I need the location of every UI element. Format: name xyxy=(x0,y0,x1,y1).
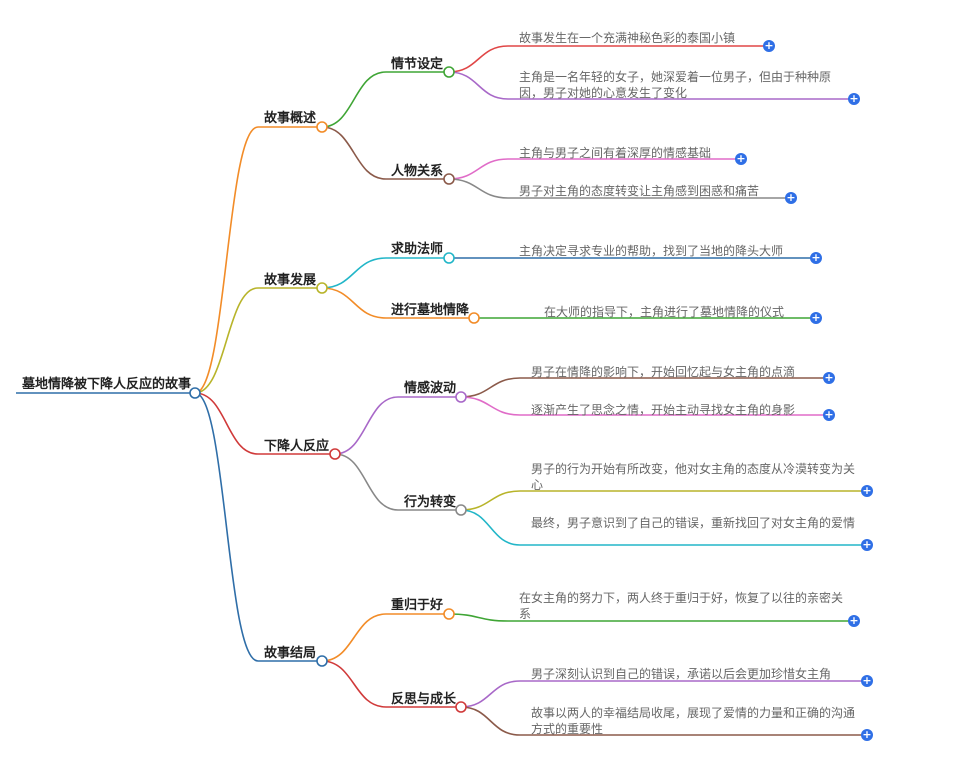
collapse-handle xyxy=(189,387,201,399)
leaf-text: 男子的行为开始有所改变，他对女主角的态度从冷漠转变为关心 xyxy=(531,462,856,492)
node-seek-master[interactable]: 求助法师 xyxy=(391,242,444,257)
leaf-text: 在大师的指导下，主角进行了墓地情降的仪式 xyxy=(544,305,785,319)
branch-reaction[interactable]: 下降人反应 xyxy=(264,439,330,454)
connector-line xyxy=(321,613,387,662)
collapse-handle xyxy=(443,173,455,185)
leaf-text: 逐渐产生了思念之情，开始主动寻找女主角的身影 xyxy=(531,403,796,417)
plus-circle-icon[interactable]: + xyxy=(823,371,835,384)
node-reconcile[interactable]: 重归于好 xyxy=(391,598,444,613)
plus-circle-icon[interactable]: + xyxy=(785,191,797,204)
connector-line xyxy=(448,158,509,180)
leaf-text: 男子在情降的影响下，开始回忆起与女主角的点滴 xyxy=(531,365,796,379)
connector-line xyxy=(448,45,509,73)
node-behavior[interactable]: 行为转变 xyxy=(404,495,457,510)
branch-ending[interactable]: 故事结局 xyxy=(264,646,317,661)
plus-circle-icon[interactable]: + xyxy=(810,251,822,264)
plus-circle-icon[interactable]: + xyxy=(763,39,775,52)
leaf-text: 在女主角的努力下，两人终于重归于好，恢复了以往的亲密关系 xyxy=(519,591,844,621)
connector-line xyxy=(321,660,387,708)
collapse-handle xyxy=(316,655,328,667)
plus-circle-icon[interactable]: + xyxy=(735,152,747,165)
connector-line xyxy=(321,71,387,128)
leaf-text: 最终，男子意识到了自己的错误，重新找回了对女主角的爱情 xyxy=(531,516,856,530)
connector-line xyxy=(194,392,259,455)
plus-circle-icon[interactable]: + xyxy=(861,674,873,687)
collapse-handle xyxy=(468,312,480,324)
connector-line xyxy=(321,126,387,180)
collapse-handle xyxy=(455,504,467,516)
connector-line xyxy=(194,126,259,394)
collapse-handle xyxy=(443,252,455,264)
plus-circle-icon[interactable]: + xyxy=(861,728,873,741)
connector-line xyxy=(448,178,509,199)
collapse-handle xyxy=(443,66,455,78)
connector-line xyxy=(194,287,259,394)
connector-line xyxy=(334,453,399,511)
plus-circle-icon[interactable]: + xyxy=(861,538,873,551)
node-plot-setting[interactable]: 情节设定 xyxy=(391,57,444,72)
connector-line xyxy=(321,257,387,289)
leaf-text: 故事发生在一个充满神秘色彩的泰国小镇 xyxy=(519,31,736,45)
connector-line xyxy=(460,490,521,511)
leaf-text: 男子对主角的态度转变让主角感到困惑和痛苦 xyxy=(519,184,760,198)
collapse-handle xyxy=(316,282,328,294)
connector-line xyxy=(448,71,509,100)
root-node[interactable]: 墓地情降被下降人反应的故事 xyxy=(22,377,192,392)
leaf-text: 故事以两人的幸福结局收尾，展现了爱情的力量和正确的沟通方式的重要性 xyxy=(531,706,856,736)
leaf-text: 主角是一名年轻的女子，她深爱着一位男子，但由于种种原因，男子对她的心意发生了变化 xyxy=(519,70,832,100)
connector-line xyxy=(194,392,259,662)
branch-development[interactable]: 故事发展 xyxy=(264,273,317,288)
collapse-handle xyxy=(455,701,467,713)
collapse-handle xyxy=(455,391,467,403)
plus-circle-icon[interactable]: + xyxy=(823,408,835,421)
node-emotion[interactable]: 情感波动 xyxy=(404,381,457,396)
plus-circle-icon[interactable]: + xyxy=(848,614,860,627)
connector-line xyxy=(460,706,521,736)
collapse-handle xyxy=(443,608,455,620)
branch-overview[interactable]: 故事概述 xyxy=(264,111,317,126)
node-relationships[interactable]: 人物关系 xyxy=(391,164,444,179)
connector-line xyxy=(460,396,521,416)
connector-line xyxy=(448,613,509,622)
plus-circle-icon[interactable]: + xyxy=(810,311,822,324)
leaf-text: 主角与男子之间有着深厚的情感基础 xyxy=(519,146,712,160)
leaf-text: 男子深刻认识到自己的错误，承诺以后会更加珍惜女主角 xyxy=(531,667,832,681)
node-ritual[interactable]: 进行墓地情降 xyxy=(391,303,470,318)
connector-line xyxy=(321,287,387,319)
collapse-handle xyxy=(329,448,341,460)
connector-line xyxy=(460,509,521,546)
connector-line xyxy=(460,377,521,398)
plus-circle-icon[interactable]: + xyxy=(861,484,873,497)
collapse-handle xyxy=(316,121,328,133)
connector-line xyxy=(334,396,399,455)
plus-circle-icon[interactable]: + xyxy=(848,92,860,105)
node-reflection[interactable]: 反思与成长 xyxy=(391,692,457,707)
leaf-text: 主角决定寻求专业的帮助，找到了当地的降头大师 xyxy=(519,244,784,258)
connector-line xyxy=(460,680,521,708)
